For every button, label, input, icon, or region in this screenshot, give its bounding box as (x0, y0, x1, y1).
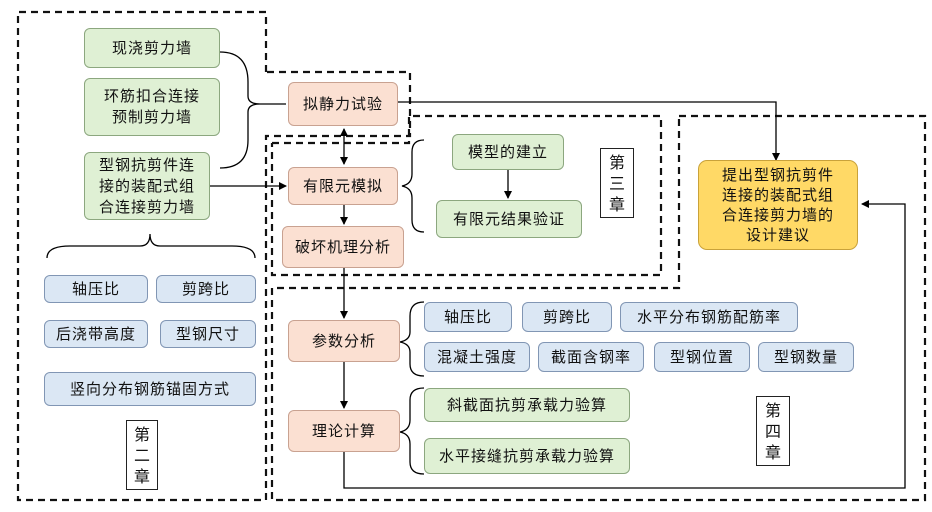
quasi-static-test-label: 拟静力试验 (302, 94, 383, 113)
brace-ch4-params (399, 301, 425, 377)
ch2-param-band-height-label: 后浇带高度 (55, 324, 136, 343)
ch4-param-steel-count-label: 型钢数量 (773, 347, 838, 366)
ch2-param-shear-span: 剪跨比 (156, 275, 256, 303)
fem-simulation: 有限元模拟 (288, 167, 398, 205)
ch4-param-horizontal-rebar-label: 水平分布钢筋配筋率 (636, 307, 781, 326)
wall-steel-shear-connector: 型钢抗剪件连 接的装配式组 合连接剪力墙 (84, 152, 210, 220)
ch4-param-steel-position: 型钢位置 (654, 342, 750, 372)
failure-mechanism-label: 破坏机理分析 (294, 237, 391, 256)
theoretical-calc: 理论计算 (288, 410, 400, 452)
ch2-param-axial-label: 轴压比 (71, 279, 120, 298)
ch4-param-steel-position-label: 型钢位置 (669, 347, 734, 366)
calc-horizontal-joint: 水平接缝抗剪承载力验算 (424, 438, 630, 474)
ch4-param-shear-span: 剪跨比 (522, 302, 612, 332)
ch2-param-shear-span-label: 剪跨比 (181, 279, 230, 298)
ch4-param-steel-ratio-label: 截面含钢率 (550, 347, 631, 366)
ch4-param-concrete: 混凝土强度 (424, 342, 530, 372)
brace-ch4-calcs (399, 387, 425, 475)
ch4-param-steel-count: 型钢数量 (758, 342, 854, 372)
ch4-param-concrete-label: 混凝土强度 (436, 347, 517, 366)
parameter-analysis-label: 参数分析 (311, 331, 376, 350)
model-building-label: 模型的建立 (467, 142, 548, 161)
wall-steel-shear-label: 型钢抗剪件连 接的装配式组 合连接剪力墙 (98, 155, 195, 216)
ch4-param-horizontal-rebar: 水平分布钢筋配筋率 (620, 302, 798, 332)
ch2-param-steel-size-label: 型钢尺寸 (175, 324, 240, 343)
ch2-param-steel-size: 型钢尺寸 (160, 320, 256, 348)
ch4-param-steel-ratio: 截面含钢率 (538, 342, 644, 372)
chapter3-frame (270, 114, 663, 277)
design-recommendation: 提出型钢抗剪件 连接的装配式组 合连接剪力墙的 设计建议 (698, 160, 858, 250)
brace-fem (401, 139, 425, 233)
ch2-param-anchorage-label: 竖向分布钢筋锚固方式 (69, 379, 230, 398)
calc-inclined-section-label: 斜截面抗剪承载力验算 (446, 395, 607, 414)
fem-verification-label: 有限元结果验证 (452, 209, 565, 228)
design-recommendation-label: 提出型钢抗剪件 连接的装配式组 合连接剪力墙的 设计建议 (721, 166, 834, 244)
ch2-param-axial: 轴压比 (44, 275, 148, 303)
brace-params (46, 233, 256, 259)
chapter3-label: 第 三 章 (600, 148, 634, 218)
ch2-param-anchorage: 竖向分布钢筋锚固方式 (44, 372, 256, 406)
brace-walls (219, 51, 286, 169)
model-building: 模型的建立 (452, 134, 564, 170)
fem-simulation-label: 有限元模拟 (302, 176, 383, 195)
ch4-param-shear-span-label: 剪跨比 (542, 307, 591, 326)
quasi-static-test: 拟静力试验 (288, 82, 398, 126)
chapter2-label: 第 二 章 (126, 420, 158, 490)
chapter2-frame (16, 10, 412, 502)
calc-inclined-section: 斜截面抗剪承载力验算 (424, 388, 630, 422)
parameter-analysis: 参数分析 (288, 320, 400, 362)
wall-cast-in-place: 现浇剪力墙 (84, 28, 220, 68)
chapter4-frame (270, 114, 927, 502)
ch2-param-band-height: 后浇带高度 (44, 320, 148, 348)
ch4-param-axial-label: 轴压比 (443, 307, 492, 326)
failure-mechanism: 破坏机理分析 (282, 226, 404, 268)
ch4-param-axial: 轴压比 (424, 302, 512, 332)
wall-ring-rebar-precast: 环筋扣合连接 预制剪力墙 (84, 78, 220, 136)
wall-cast-in-place-label: 现浇剪力墙 (111, 38, 192, 57)
wall-ring-rebar-label: 环筋扣合连接 预制剪力墙 (103, 87, 200, 126)
calc-horizontal-joint-label: 水平接缝抗剪承载力验算 (438, 446, 615, 465)
theoretical-calc-label: 理论计算 (311, 421, 376, 440)
fem-verification: 有限元结果验证 (436, 200, 582, 238)
chapter4-label: 第 四 章 (756, 396, 790, 466)
